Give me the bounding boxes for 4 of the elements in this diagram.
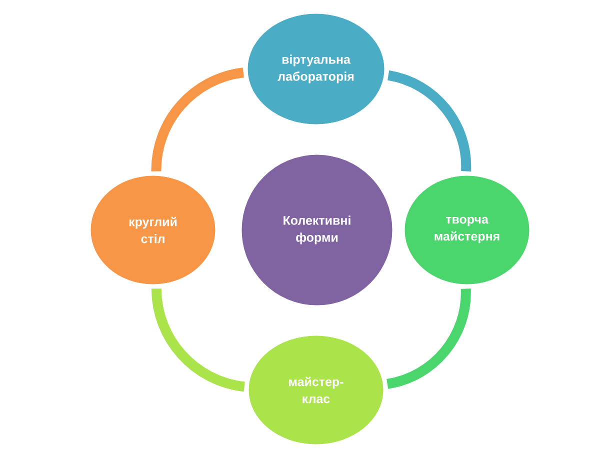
ring-segment [151,68,244,172]
ring-segment [387,70,472,172]
ring-segment [386,288,471,389]
ring-segment [151,288,246,392]
